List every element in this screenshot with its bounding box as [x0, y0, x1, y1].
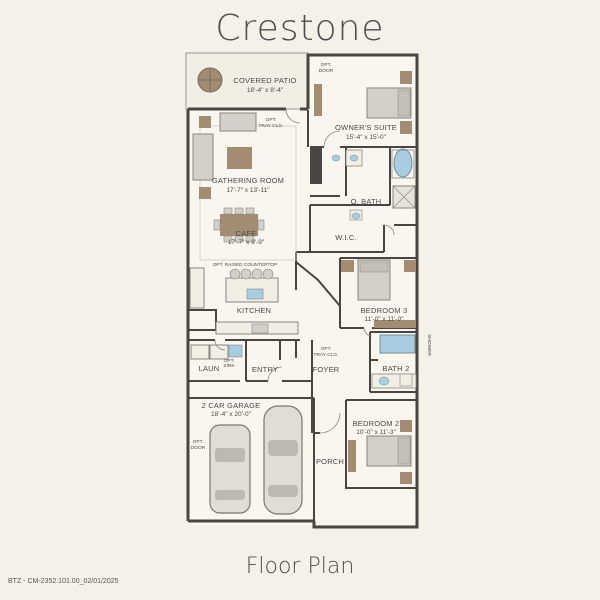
gathering-room-dim: 17'-7" x 13'-11" — [226, 187, 270, 194]
note-opt-door-top: DOOR — [319, 68, 334, 74]
note-opt-tray-foyer: OPT. — [321, 346, 332, 352]
note-opt-raised: OPT. RAISED COUNTERTOP — [213, 262, 278, 268]
note-opt-tray-foyer: TRAY CLG. — [314, 352, 339, 358]
floor-plan-subtitle: Floor Plan — [245, 554, 355, 579]
side-table — [199, 116, 211, 128]
dresser — [314, 84, 322, 116]
laundry-sink — [228, 344, 243, 358]
kitchen-sink — [246, 288, 264, 300]
interior-walls — [187, 110, 417, 521]
bedroom2-dim: 10'-0" x 11'-3" — [356, 429, 396, 436]
toilet-2 — [399, 373, 413, 387]
nightstand — [341, 260, 354, 272]
note-opt-sink: SINK — [223, 363, 235, 369]
nightstand — [400, 71, 412, 84]
nightstand — [404, 260, 416, 272]
bathtub-2 — [379, 334, 416, 354]
column — [310, 148, 322, 184]
garage-label: 2 CAR GARAGE — [202, 401, 261, 410]
note-opt-sink: OPT. — [224, 358, 235, 364]
dryer — [209, 344, 229, 360]
cafe-label: CAFE — [236, 229, 257, 238]
entry-label: ENTRY — [252, 365, 278, 374]
wic-label: W.I.C. — [335, 233, 357, 242]
note-opt-door-top: OPT. — [321, 62, 332, 68]
cafe-dim: 17'-7" x 9'-9" — [228, 239, 265, 246]
nightstand — [400, 121, 412, 134]
car-right — [263, 405, 303, 515]
stove — [251, 323, 269, 334]
covered-patio-label: COVERED PATIO — [233, 76, 296, 85]
note-opt-tray: OPT. — [266, 117, 277, 123]
bedroom3-dim: 11'-0" x 11'-0" — [364, 316, 404, 323]
bedroom2-label: BEDROOM 2 — [353, 419, 400, 428]
plan-code: BTZ - CM-2352.101.00_02/01/2025 — [8, 578, 119, 585]
dresser — [374, 320, 416, 328]
nightstand — [400, 420, 412, 432]
sofa — [219, 112, 257, 132]
owners-suite-label: OWNER'S SUITE — [335, 123, 397, 132]
dining-table — [220, 214, 258, 236]
laun-label: LAUN — [199, 364, 220, 373]
note-opt-door-garage: DOOR — [191, 445, 206, 451]
o-bath-label: O. BATH — [351, 197, 382, 206]
owners-suite-dim: 15'-4" x 15'-0" — [346, 134, 387, 141]
garage-dim: 18'-4" x 20'-0" — [211, 411, 252, 418]
note-opt-tray: TRAY CLG. — [259, 123, 284, 129]
gathering-room-label: GATHERING ROOM — [212, 176, 284, 185]
bath2-label: BATH 2 — [383, 364, 410, 373]
covered-patio-dim: 18'-4" x 8'-4" — [247, 87, 284, 94]
sofa-side — [192, 133, 214, 181]
bathtub — [393, 148, 413, 178]
exterior-walls — [186, 53, 419, 529]
kitchen-counter-side — [189, 267, 205, 309]
foyer-label: FOYER — [313, 365, 340, 374]
washer — [190, 344, 210, 360]
page-title: Crestone — [215, 8, 385, 49]
side-table — [199, 187, 211, 199]
coffee-table — [227, 147, 252, 169]
car-left — [209, 424, 251, 514]
nightstand — [400, 472, 412, 484]
note-opt-door-garage: OPT. — [193, 439, 204, 445]
dresser — [348, 440, 356, 472]
bedroom3-label: BEDROOM 3 — [361, 306, 408, 315]
porch-label: PORCH — [316, 457, 344, 466]
note-shower: SHOWER — [426, 334, 432, 356]
kitchen-label: KITCHEN — [237, 306, 271, 315]
